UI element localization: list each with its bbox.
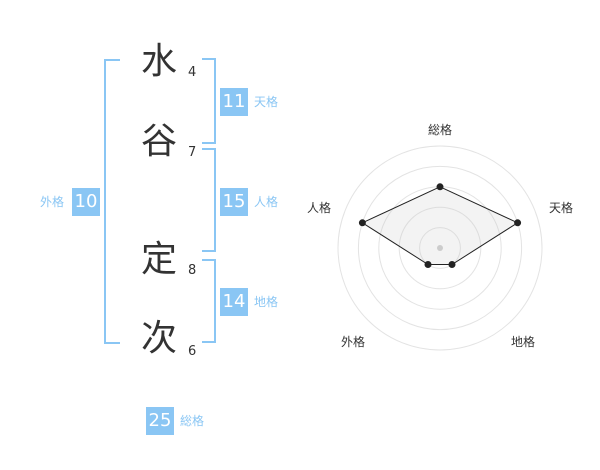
chikaku-value: 14 [220, 288, 248, 316]
tenkaku-value: 11 [220, 88, 248, 116]
stroke-count-1: 4 [188, 65, 197, 80]
gaikaku-value: 10 [72, 188, 100, 216]
gaikaku-bracket [104, 59, 120, 344]
chikaku-label: 地格 [254, 295, 279, 309]
stroke-count-4: 6 [188, 344, 197, 359]
radar-ring-1 [419, 227, 461, 269]
radar-axis-label-soukaku: 総格 [428, 123, 453, 137]
name-char-1: 水 [141, 41, 178, 82]
soukaku-value: 25 [146, 407, 174, 435]
soukaku-label: 総格 [180, 414, 205, 428]
radar-series-polygon [361, 186, 519, 265]
radar-point-4 [424, 261, 432, 268]
radar-ring-4 [357, 165, 523, 331]
jinkaku-label: 人格 [254, 195, 279, 209]
stroke-count-3: 8 [188, 263, 197, 278]
radar-point-2 [514, 219, 522, 227]
jinkaku-bracket [202, 148, 216, 252]
radar-axis-label-chikaku: 地格 [511, 335, 536, 349]
radar-ring-5 [337, 145, 543, 351]
chikaku-bracket [202, 259, 216, 343]
tenkaku-bracket [202, 58, 216, 144]
radar-axis-label-jinkaku: 人格 [307, 201, 332, 215]
jinkaku-value: 15 [220, 188, 248, 216]
radar-point-5 [358, 219, 366, 227]
radar-point-1 [436, 183, 444, 191]
radar-axis-label-gaikaku: 外格 [341, 335, 366, 349]
name-char-2: 谷 [141, 121, 178, 162]
stroke-count-2: 7 [188, 145, 197, 160]
name-char-3: 定 [141, 239, 178, 280]
radar-center-dot [437, 245, 443, 251]
radar-axis-label-tenkaku: 天格 [549, 201, 574, 215]
radar-point-3 [448, 261, 456, 268]
radar-ring-2 [398, 206, 482, 290]
gaikaku-label: 外格 [40, 195, 65, 209]
name-char-4: 次 [141, 318, 178, 359]
tenkaku-label: 天格 [254, 95, 279, 109]
